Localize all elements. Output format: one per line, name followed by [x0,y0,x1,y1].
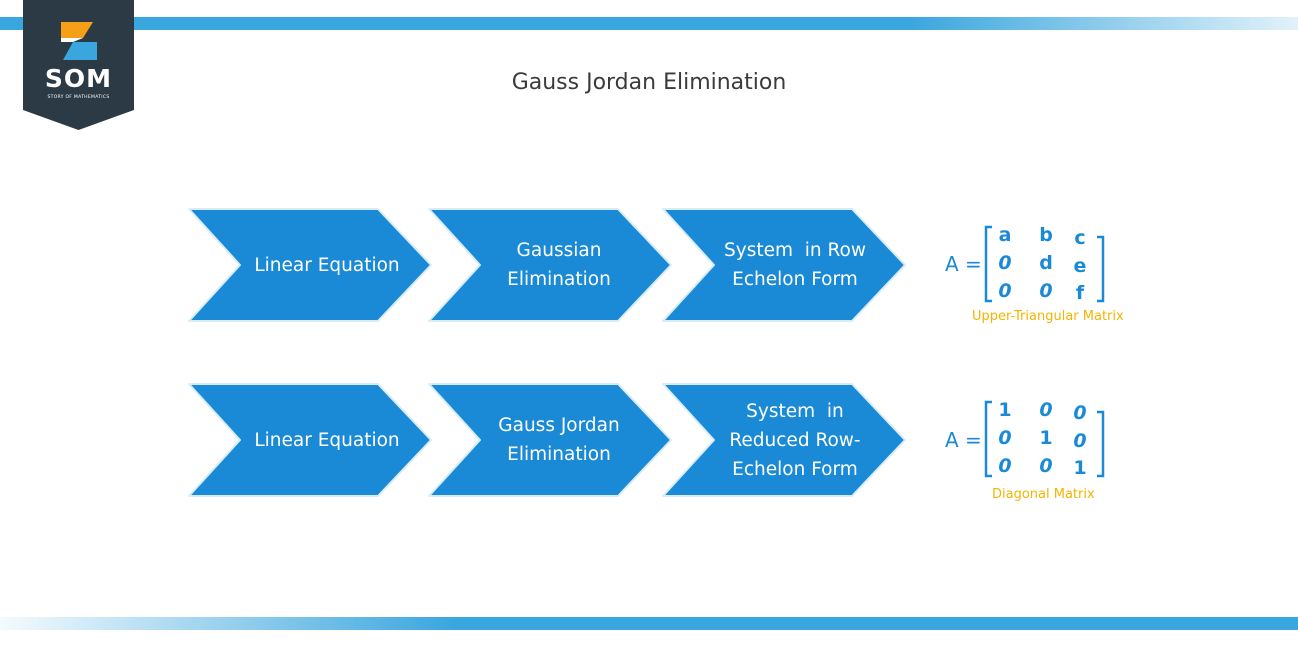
chevron-step-1-1 [188,208,432,322]
step-label-line: Echelon Form [732,269,858,290]
matrix-1-cell: d [1039,252,1053,274]
chevron-step-2-1 [188,383,432,497]
step-label-1-3: System in Row Echelon Form [708,206,882,324]
matrix-2-cell: 0 [998,455,1012,477]
step-label-line: Linear Equation [254,429,400,451]
step-label-line: System in [746,400,844,422]
chevron-step-1-2 [428,208,672,322]
step-label-2-3: System in Reduced Row- Echelon Form [708,381,882,499]
step-label-2-1: Linear Equation [236,381,418,499]
matrix-1-cell: b [1039,224,1053,246]
matrix-2-cell: 0 [1073,402,1087,424]
matrix-1-cell: c [1074,227,1086,249]
matrix-lhs-2: A = [945,428,982,452]
matrix-2-cell: 0 [1039,399,1053,421]
page-title: Gauss Jordan Elimination [511,70,787,95]
matrix-2-cell: 1 [1039,427,1053,449]
matrix-1-cell: 0 [1039,280,1053,302]
matrix-brackets-2 [984,400,1105,478]
matrix-2-cell: 0 [998,427,1012,449]
step-label-2-2: Gauss Jordan Elimination [476,381,642,499]
bottom-accent-bar [0,617,1298,630]
matrix-1-cell: f [1075,282,1085,304]
step-label-line: System in Row [724,240,866,261]
logo-subtext: STORY OF MATHEMATICS [47,95,110,100]
step-label-line: Gaussian [516,240,602,261]
matrix-2-cell: 1 [1073,457,1087,479]
step-label-line: Gauss Jordan [498,415,620,436]
matrix-2-cell: 1 [998,399,1012,421]
top-accent-bar [0,17,1298,30]
matrix-2-cell: 0 [1039,455,1053,477]
step-label-line: Linear Equation [254,254,400,276]
matrix-1-cell: a [998,224,1012,246]
matrix-2-cell: 0 [1073,430,1087,452]
step-label-line: Elimination [507,269,611,290]
som-logo: SOM STORY OF MATHEMATICS [23,0,134,130]
matrix-brackets-1 [984,225,1105,303]
logo-badge-icon [23,0,134,130]
matrix-1-cell: 0 [998,252,1012,274]
chevron-step-2-2 [428,383,672,497]
matrix-caption-1: Upper-Triangular Matrix [972,309,1124,324]
chevron-step-2-3 [662,383,906,497]
step-label-1-2: Gaussian Elimination [476,206,642,324]
chevron-step-1-3 [662,208,906,322]
step-label-line: Echelon Form [732,458,858,480]
logo-wordmark: SOM [44,64,113,93]
matrix-1-cell: 0 [998,280,1012,302]
step-label-line: Reduced Row- [729,429,861,451]
matrix-lhs-1: A = [945,252,982,276]
step-label-1-1: Linear Equation [236,206,418,324]
matrix-1-cell: e [1073,255,1087,277]
step-label-line: Elimination [507,444,611,465]
matrix-caption-2: Diagonal Matrix [992,487,1095,502]
